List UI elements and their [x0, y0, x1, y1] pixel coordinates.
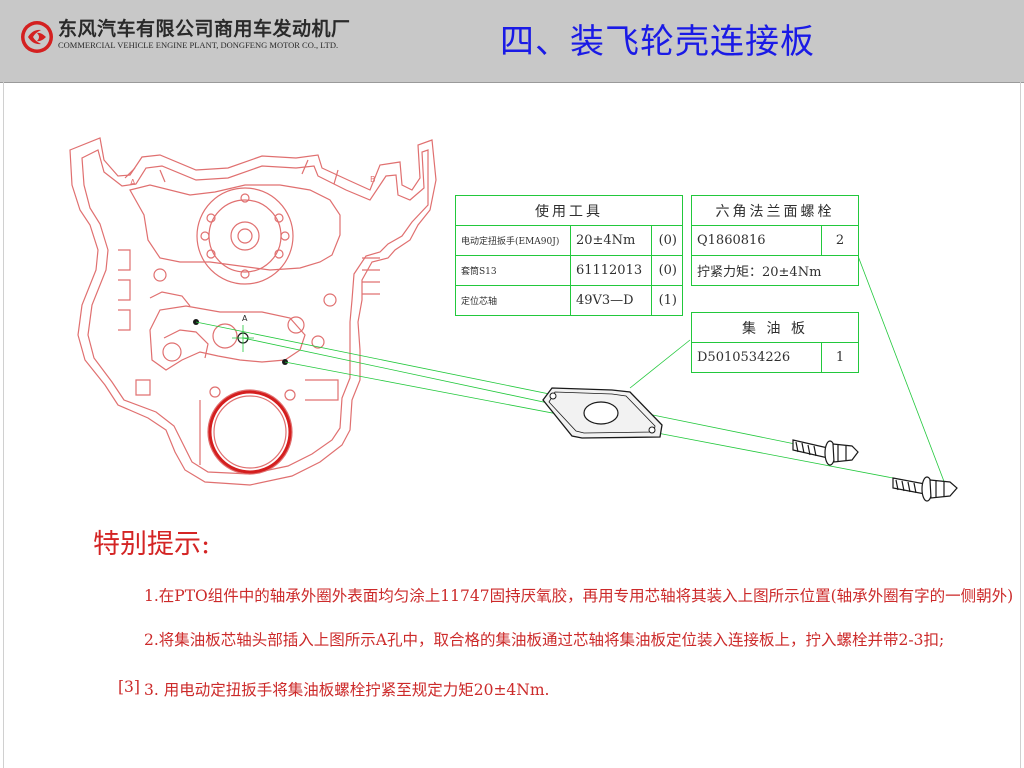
company-name-en: COMMERCIAL VEHICLE ENGINE PLANT, DONGFEN…	[58, 40, 339, 50]
plate-part-number: D5010534226	[691, 342, 822, 373]
plate-table: 集 油 板 D5010534226 1	[691, 312, 859, 373]
flange-bolt-1-drawing	[792, 439, 859, 466]
tools-table-header: 使用工具	[455, 195, 683, 226]
tool-name: 定位芯轴	[455, 285, 571, 316]
label-a-hole: A	[242, 314, 248, 323]
notes-title: 特别提示:	[93, 529, 211, 560]
bolt-torque: 拧紧力矩：20±4Nm	[691, 255, 859, 286]
flywheel-seal-highlight	[208, 390, 292, 474]
tool-code: (0)	[651, 225, 683, 256]
table-row: 电动定扭扳手(EMA90J) 20±4Nm (0)	[455, 225, 683, 256]
bolt-table: 六角法兰面螺栓 Q1860816 2 拧紧力矩：20±4Nm	[691, 195, 859, 286]
left-border-line	[3, 82, 4, 768]
bolt-part-number: Q1860816	[691, 225, 822, 256]
tool-value: 20±4Nm	[569, 225, 653, 256]
slide-title: 四、装飞轮壳连接板	[500, 22, 815, 62]
table-row: 套筒S13 61112013 (0)	[455, 255, 683, 286]
plate-table-header: 集 油 板	[691, 312, 859, 343]
engine-front-cover-drawing	[69, 137, 437, 486]
tool-name: 套筒S13	[455, 255, 571, 286]
tool-code: (1)	[651, 285, 683, 316]
oil-collector-plate-drawing	[542, 387, 663, 439]
table-row: 拧紧力矩：20±4Nm	[691, 255, 859, 286]
bolt-quantity: 2	[821, 225, 859, 256]
note-item-3-marker: [3]	[118, 678, 140, 696]
assembly-drawing: A B A	[69, 137, 958, 502]
flange-bolt-2-drawing	[892, 476, 958, 502]
bolt-table-header: 六角法兰面螺栓	[691, 195, 859, 226]
plate-quantity: 1	[821, 342, 859, 373]
tool-value: 49V3—D	[569, 285, 653, 316]
tool-value: 61112013	[569, 255, 653, 286]
table-row: D5010534226 1	[691, 342, 859, 373]
table-row: 定位芯轴 49V3—D (1)	[455, 285, 683, 316]
dongfeng-logo-icon	[21, 21, 53, 53]
note-item-1: 1.在PTO组件中的轴承外圈外表面均匀涂上11747固持厌氧胶，再用专用芯轴将其…	[144, 587, 1014, 605]
label-b-top: B	[370, 175, 376, 184]
table-row: Q1860816 2	[691, 225, 859, 256]
tool-name: 电动定扭扳手(EMA90J)	[455, 225, 571, 256]
note-item-3: 3. 用电动定扭扳手将集油板螺栓拧紧至规定力矩20±4Nm.	[144, 681, 550, 699]
label-a-top: A	[130, 178, 136, 187]
right-border-line	[1020, 82, 1021, 768]
header-bar: 东风汽车有限公司商用车发动机厂 COMMERCIAL VEHICLE ENGIN…	[0, 0, 1024, 83]
company-name-cn: 东风汽车有限公司商用车发动机厂	[58, 18, 351, 40]
note-item-2: 2.将集油板芯轴头部插入上图所示A孔中，取合格的集油板通过芯轴将集油板定位装入连…	[144, 631, 945, 649]
tool-code: (0)	[651, 255, 683, 286]
tools-table: 使用工具 电动定扭扳手(EMA90J) 20±4Nm (0) 套筒S13 611…	[455, 195, 683, 316]
